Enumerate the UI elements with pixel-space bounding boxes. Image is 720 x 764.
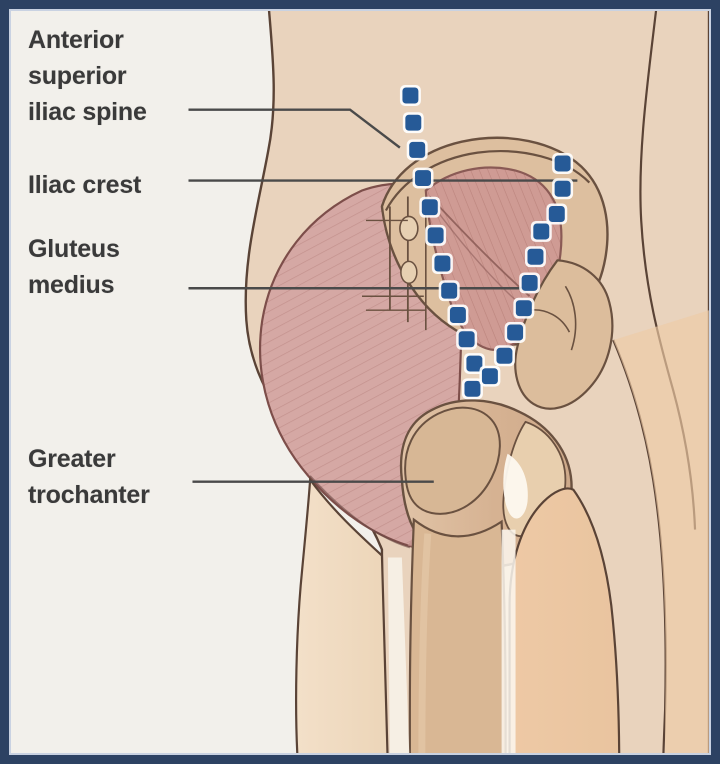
thigh-femur-gap	[387, 557, 410, 753]
landmark-marker-dot	[427, 227, 444, 244]
illustration-svg	[11, 11, 709, 753]
landmark-marker-dot	[409, 141, 426, 158]
landmark-marker-dot	[405, 114, 422, 131]
far-hip-fill	[613, 310, 709, 753]
landmark-marker-dot	[402, 87, 419, 104]
landmark-marker-dot	[533, 223, 550, 240]
gluteal-fold	[309, 475, 411, 549]
landmark-marker-dot	[458, 331, 475, 348]
label-gluteus-medius: Gluteus medius	[28, 235, 120, 299]
landmark-marker-dot	[527, 248, 544, 265]
landmark-marker-dot	[415, 170, 431, 187]
landmark-marker-dot	[521, 274, 538, 291]
figure-inner-border: Anterior superior iliac spine Iliac cres…	[9, 9, 711, 755]
landmark-marker-dot	[441, 282, 458, 299]
injection-site-markers	[399, 85, 574, 400]
landmark-marker-dot	[449, 307, 466, 323]
landmark-marker-dot	[466, 355, 483, 372]
landmark-marker-dot	[421, 199, 438, 216]
ischium-inner-line	[564, 285, 577, 351]
landmark-marker-dot	[548, 206, 565, 222]
lateral-hip-contour	[612, 339, 667, 753]
right-thigh-gap	[501, 529, 516, 753]
anatomical-illustration	[11, 11, 709, 753]
landmark-marker-dot	[434, 255, 451, 272]
left-thigh	[295, 476, 389, 753]
landmark-marker-dot	[554, 155, 571, 172]
leader-asis	[188, 108, 401, 149]
landmark-marker-dot	[481, 368, 498, 385]
greater-trochanter-bone	[404, 406, 501, 515]
landmark-marker-dot	[554, 180, 571, 197]
label-greater-trochanter: Greater trochanter	[28, 445, 150, 509]
right-thigh	[508, 487, 621, 753]
landmark-marker-dot	[515, 300, 532, 317]
sacrum-detail	[361, 196, 427, 331]
landmark-marker-dot	[496, 347, 513, 364]
landmark-marker-dot	[464, 380, 481, 397]
femur-shaft-highlight	[418, 533, 432, 753]
leader-lines	[188, 108, 578, 483]
label-iliac-crest: Iliac crest	[28, 171, 142, 199]
landmark-marker-dot	[507, 324, 524, 341]
joint-space-highlight	[503, 453, 528, 519]
label-anterior-superior-iliac-spine: Anterior superior iliac spine	[28, 26, 147, 126]
